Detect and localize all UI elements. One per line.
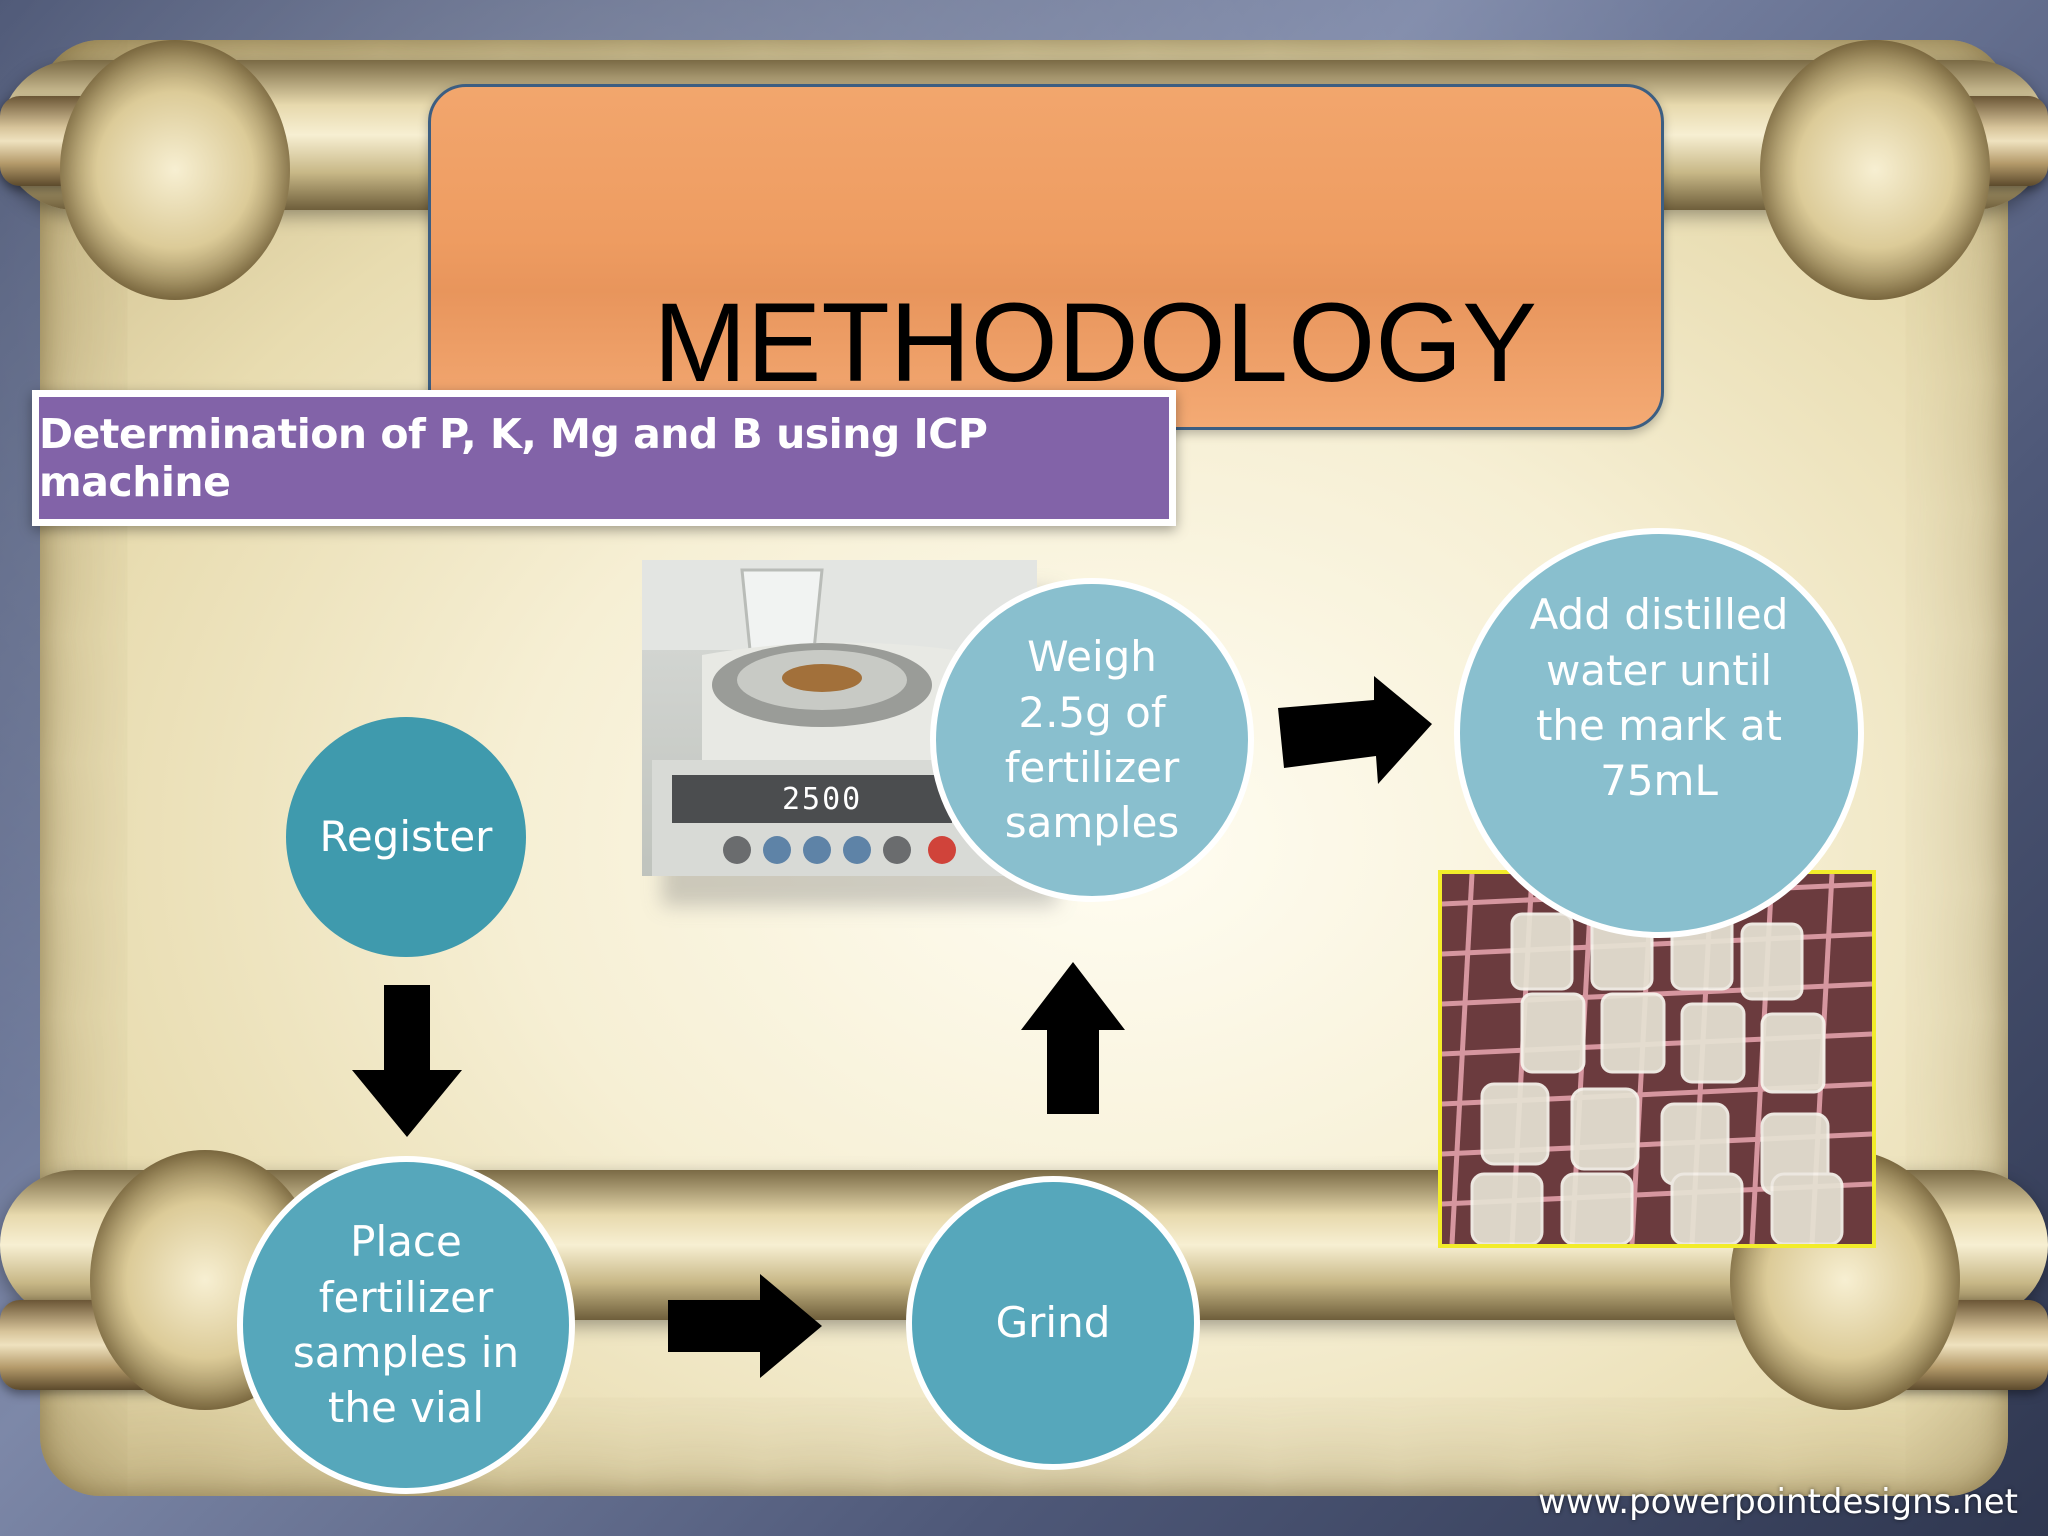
step-weigh-line: samples [1004, 798, 1180, 848]
arrow-right-icon [668, 1274, 822, 1378]
step-register: Register [286, 717, 526, 957]
step-register-label: Register [319, 812, 493, 862]
subtitle-text: Determination of P, K, Mg and B using IC… [39, 410, 988, 506]
step-place-line: the vial [327, 1383, 485, 1433]
watermark-text: www.powerpointdesigns.net [1537, 1482, 2018, 1522]
step-weigh-line: fertilizer [1004, 743, 1180, 792]
step-add-water-line: the mark at [1535, 701, 1783, 750]
step-add-water-line: water until [1545, 645, 1773, 695]
balance-display-reading: 2500 [782, 782, 863, 817]
step-place-samples: Place fertilizer samples in the vial [237, 1156, 575, 1494]
step-grind-label: Grind [995, 1298, 1111, 1348]
step-place-line: samples in [292, 1328, 520, 1377]
scroll-curl-top-right [1760, 40, 1990, 300]
beakers-illustration [1442, 874, 1872, 1244]
step-place-samples-label: Place fertilizer samples in the vial [293, 1214, 519, 1436]
step-weigh-label: Weigh 2.5g of fertilizer samples [1005, 629, 1180, 851]
step-grind: Grind [906, 1176, 1200, 1470]
arrow-up-icon [1021, 962, 1125, 1114]
step-weigh: Weigh 2.5g of fertilizer samples [930, 578, 1254, 902]
arrow-right-icon [1278, 676, 1432, 784]
scroll-curl-top-left [60, 40, 290, 300]
step-add-water-line: 75mL [1600, 756, 1718, 806]
arrow-down-icon [352, 985, 462, 1137]
subtitle-banner: Determination of P, K, Mg and B using IC… [32, 390, 1176, 526]
page-title: METHODOLOGY [653, 280, 1538, 405]
step-place-line: fertilizer [318, 1272, 494, 1322]
step-add-water: Add distilled water until the mark at 75… [1454, 528, 1864, 938]
beakers-photo [1438, 870, 1876, 1248]
step-weigh-line: Weigh [1027, 632, 1157, 682]
step-add-water-label: Add distilled water until the mark at 75… [1530, 587, 1789, 809]
step-weigh-line: 2.5g of [1018, 687, 1166, 737]
title-box: METHODOLOGY [428, 84, 1664, 430]
step-place-line: Place [350, 1217, 462, 1267]
step-add-water-line: Add distilled [1529, 590, 1789, 640]
